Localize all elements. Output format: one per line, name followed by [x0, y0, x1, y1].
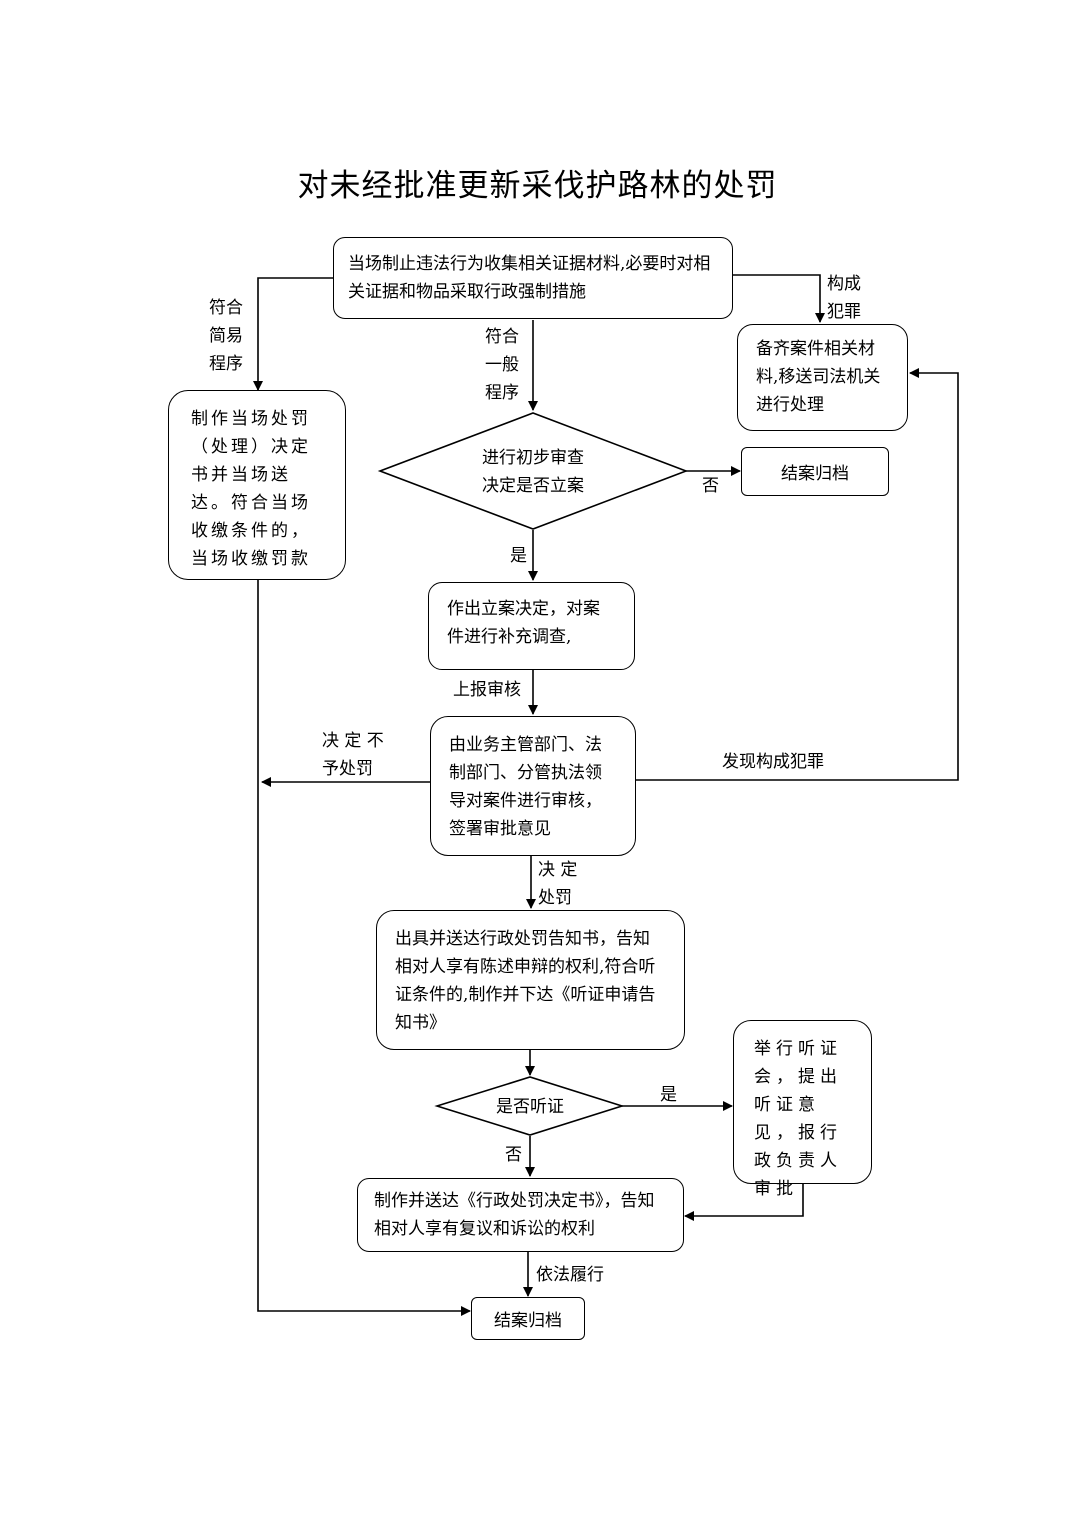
- label-crime: 构成 犯罪: [827, 274, 861, 322]
- edge-hearing-to-penalty: [684, 1184, 804, 1221]
- label-no-2: 否: [505, 1145, 522, 1165]
- notice-box: 出具并送达行政处罚告知书，告知相对人享有陈述申辩的权利,符合听证条件的,制作并下…: [376, 910, 685, 1050]
- edge-start-to-onsite: [253, 277, 333, 391]
- approval-box: 由业务主管部门、法制部门、分管执法领导对案件进行审核，签署审批意见: [430, 716, 636, 856]
- label-general-procedure: 符合 一般 程序: [485, 327, 519, 403]
- label-simple-procedure: 符合 简易 程序: [209, 298, 243, 374]
- penalty-decision-box: 制作并送达《行政处罚决定书》，告知相对人享有复议和诉讼的权利: [357, 1178, 684, 1252]
- on-site-penalty-box: 制作当场处罚（处理）决定书并当场送达。符合当场收缴条件的，当场收缴罚款: [168, 390, 346, 580]
- transfer-box: 备齐案件相关材料,移送司法机关进行处理: [737, 324, 908, 431]
- label-no-1: 否: [702, 476, 719, 496]
- close-case-box-2: 结案归档: [471, 1297, 585, 1340]
- hearing-decision-text: 是否听证: [496, 1097, 564, 1117]
- close-case-box-1: 结案归档: [741, 447, 889, 496]
- edge-start-to-transfer: [732, 274, 825, 323]
- label-yes-1: 是: [510, 546, 527, 566]
- hearing-box: 举行听证会，提出听证意见，报行政负责人审批: [733, 1020, 872, 1199]
- label-report: 上报审核: [453, 680, 521, 700]
- edge-approval-to-transfer: [636, 368, 959, 781]
- start-box: 当场制止违法行为收集相关证据材料,必要时对相关证据和物品采取行政强制措施: [333, 237, 733, 319]
- file-case-box: 作出立案决定，对案件进行补充调查,: [428, 582, 635, 670]
- label-perform: 依法履行: [536, 1265, 604, 1285]
- label-yes-2: 是: [660, 1085, 677, 1105]
- label-decide-penalty: 决 定 处罚: [538, 860, 578, 908]
- review-decision-text: 进行初步审查 决定是否立案: [482, 448, 584, 496]
- label-no-penalty: 决 定 不 予处罚: [322, 731, 384, 779]
- page-title: 对未经批准更新采伐护路林的处罚: [297, 168, 778, 204]
- hearing-decision-diamond: [434, 1076, 625, 1136]
- edge-onsite-to-close: [257, 580, 471, 1316]
- label-found-crime: 发现构成犯罪: [722, 752, 824, 772]
- review-decision-diamond: [377, 412, 689, 530]
